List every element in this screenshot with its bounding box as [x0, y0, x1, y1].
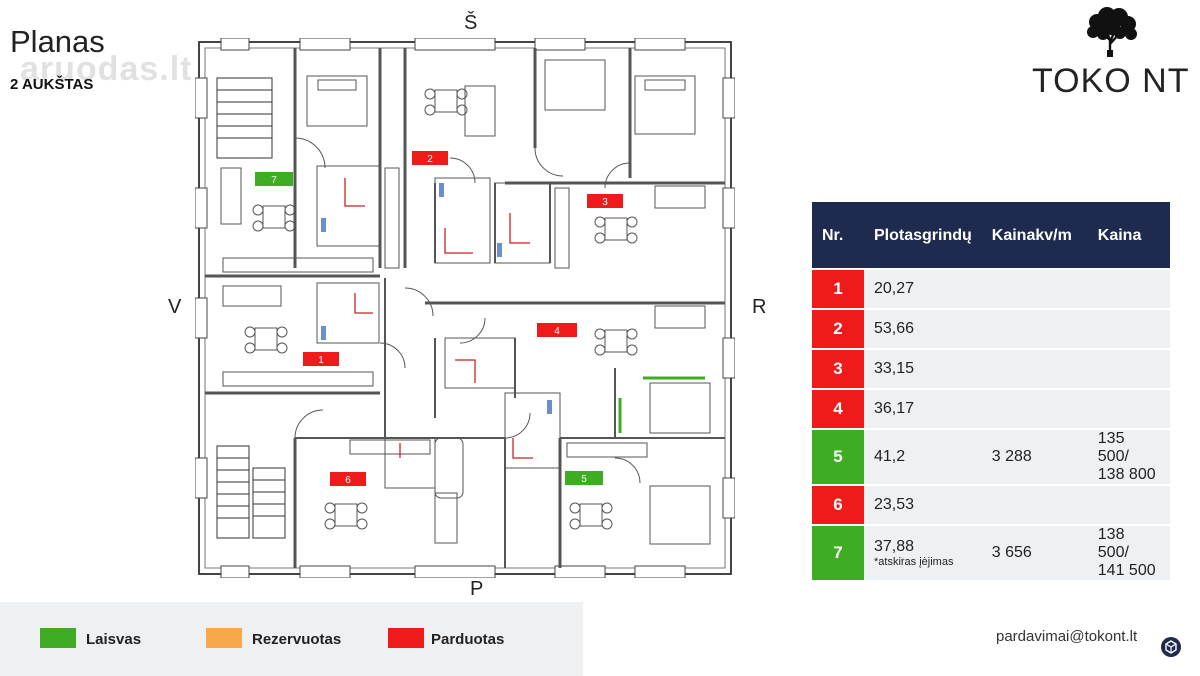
unit-price: 138 500/141 500: [1087, 524, 1170, 580]
unit-price: [1087, 308, 1170, 349]
unit-area: 33,15: [864, 348, 982, 389]
svg-text:6: 6: [345, 475, 351, 486]
unit-tag-3: 3: [587, 194, 623, 208]
legend: Laisvas Rezervuotas Parduotas: [0, 602, 583, 676]
floor-label: 2 AUKŠTAS: [10, 76, 94, 93]
unit-price: [1087, 484, 1170, 525]
table-header-row: Nr. Plotasgrindų Kainakv/m Kaina: [812, 202, 1170, 269]
compass-east: R: [752, 296, 767, 318]
legend-swatch-free: [40, 628, 76, 648]
compass-north: Š: [464, 12, 478, 34]
unit-tag-6: 6: [330, 472, 366, 486]
unit-area: 23,53: [864, 484, 982, 525]
header-area: Plotasgrindų: [864, 202, 982, 269]
unit-number: 2: [812, 308, 864, 349]
unit-tag-2: 2: [412, 151, 448, 165]
svg-text:2: 2: [427, 154, 433, 165]
page-title: Planas: [10, 24, 105, 59]
legend-label-sold: Parduotas: [431, 631, 505, 648]
svg-text:3: 3: [602, 197, 608, 208]
compass-south: P: [470, 578, 484, 600]
legend-label-reserved: Rezervuotas: [252, 631, 342, 648]
unit-price-per-m2: 3 656: [981, 524, 1088, 580]
unit-tag-5: 5: [565, 471, 603, 485]
unit-number: 4: [812, 388, 864, 429]
compass-west: V: [168, 296, 182, 318]
brand-name: TOKO NT: [1032, 62, 1190, 100]
unit-note: *atskiras įėjimas: [874, 556, 954, 568]
unit-area: 41,2: [864, 428, 982, 485]
unit-area: 37,88*atskiras įėjimas: [864, 524, 982, 580]
unit-area: 53,66: [864, 308, 982, 349]
unit-number: 1: [812, 268, 864, 309]
header-nr: Nr.: [812, 202, 864, 269]
watermark: aruodas.lt: [20, 50, 193, 88]
svg-text:7: 7: [271, 175, 277, 186]
svg-text:5: 5: [581, 474, 587, 485]
unit-price: 135 500/138 800: [1087, 428, 1170, 485]
header-price: Kaina: [1087, 202, 1170, 269]
svg-text:4: 4: [554, 326, 560, 337]
unit-price: [1087, 388, 1170, 429]
unit-price-per-m2: [981, 268, 1088, 309]
unit-number: 6: [812, 484, 864, 525]
legend-swatch-reserved: [206, 628, 242, 648]
tree-icon: [1087, 7, 1137, 57]
unit-price: [1087, 268, 1170, 309]
unit-price: [1087, 348, 1170, 389]
contact-email[interactable]: pardavimai@tokont.lt: [996, 628, 1138, 645]
unit-price-per-m2: 3 288: [981, 428, 1088, 485]
unit-price-per-m2: [981, 388, 1088, 429]
legend-swatch-sold: [388, 628, 424, 648]
floor-plan: 1 2 3 4 5 6 7: [195, 38, 735, 578]
unit-number: 3: [812, 348, 864, 389]
unit-price-per-m2: [981, 308, 1088, 349]
unit-number: 7: [812, 524, 864, 580]
unit-price-per-m2: [981, 484, 1088, 525]
unit-tag-4: 4: [537, 323, 577, 337]
unit-number: 5: [812, 428, 864, 485]
unit-area: 20,27: [864, 268, 982, 309]
unit-area: 36,17: [864, 388, 982, 429]
cube-badge-icon: [1161, 637, 1181, 657]
unit-tag-1: 1: [303, 352, 339, 366]
unit-price-per-m2: [981, 348, 1088, 389]
legend-label-free: Laisvas: [86, 631, 142, 648]
header-price-per-m2: Kainakv/m: [981, 202, 1088, 269]
svg-text:1: 1: [318, 355, 324, 366]
unit-tag-7: 7: [255, 172, 293, 186]
